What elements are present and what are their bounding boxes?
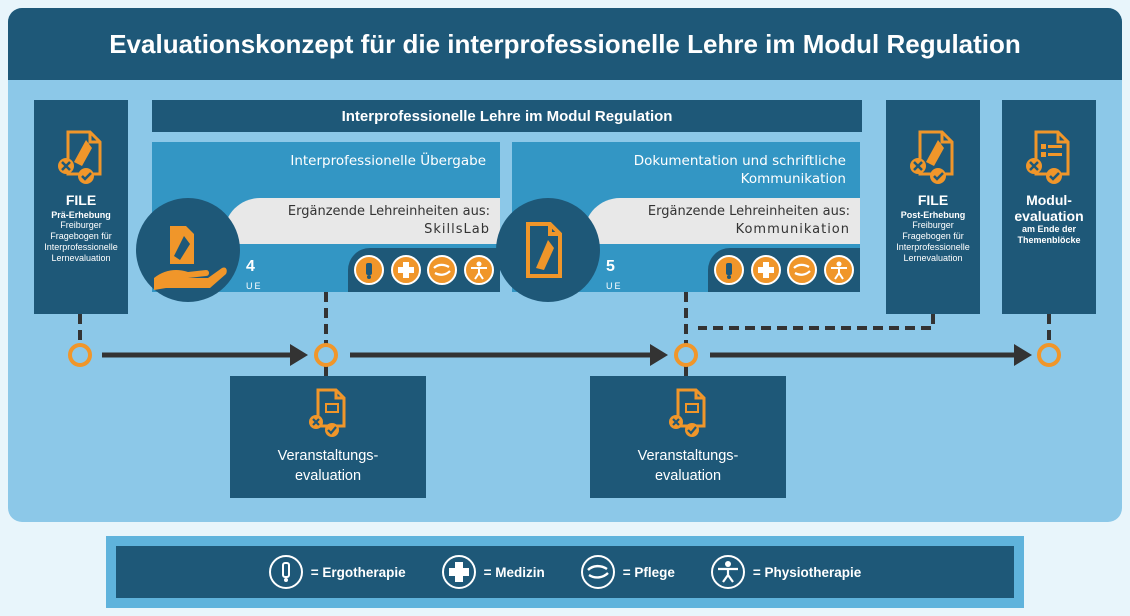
legend: = Ergotherapie = Medizin = Pflege = Phys…: [116, 546, 1014, 598]
supplementary-units: Ergänzende Lehreinheiten aus: Kommunikat…: [584, 198, 860, 244]
supp-label: Ergänzende Lehreinheiten aus:: [287, 204, 490, 219]
timeline-node: [68, 343, 92, 367]
legend-label: = Medizin: [483, 564, 545, 580]
ue-label: UE: [246, 281, 263, 291]
timeline-node: [1037, 343, 1061, 367]
supp-value: Kommunikation: [735, 222, 850, 237]
file-post-description: Freiburger Fragebogen für Interprofessio…: [896, 220, 970, 263]
module-eval-description: am Ende der Themenblöcke: [1017, 224, 1081, 245]
legend-item: = Pflege: [580, 555, 675, 589]
medizin-cross-icon: [390, 255, 421, 285]
physiotherapie-figure-icon: [463, 255, 494, 285]
ergotherapie-icon: [268, 555, 303, 589]
file-pre-description: Freiburger Fragebogen für Interprofessio…: [44, 220, 118, 263]
legend-item: = Physiotherapie: [710, 555, 862, 589]
module-card-dokumentation: Dokumentation und schriftliche Kommunika…: [496, 142, 860, 302]
file-post-title: FILE: [917, 192, 949, 208]
ue-number: 5: [606, 258, 615, 275]
ue-number: 4: [246, 258, 255, 275]
card-title: Interprofessionelle Übergabe: [290, 153, 486, 169]
pflege-hands-icon: [787, 255, 818, 285]
profession-icons: [708, 248, 860, 292]
module-header: Interprofessionelle Lehre im Modul Regul…: [152, 100, 862, 132]
evaluation-box: Veranstaltungs- evaluation: [590, 376, 786, 498]
file-post-box: FILE Post-Erhebung Freiburger Fragebogen…: [886, 100, 980, 314]
ue-count: 4 UE: [246, 258, 263, 294]
page-title: Evaluationskonzept für die interprofessi…: [8, 8, 1122, 80]
dashed-connector: [698, 314, 935, 330]
supplementary-units: Ergänzende Lehreinheiten aus: SkillsLab: [224, 198, 500, 244]
arrowhead: [290, 344, 308, 366]
ue-count: 5 UE: [606, 258, 623, 294]
module-card-uebergabe: Interprofessionelle Übergabe Ergänzende …: [136, 142, 500, 302]
legend-label: = Physiotherapie: [752, 564, 862, 580]
document-check-icon: [309, 388, 346, 437]
legend-label: = Pflege: [622, 564, 675, 580]
document-check-icon: [58, 130, 102, 184]
legend-label: = Ergotherapie: [310, 564, 406, 580]
checklist-icon: [1026, 130, 1070, 184]
legend-item: = Medizin: [441, 555, 545, 589]
document-check-icon: [669, 388, 706, 437]
medizin-cross-icon: [441, 555, 476, 589]
pflege-hands-icon: [427, 255, 458, 285]
file-post-subtitle: Post-Erhebung: [900, 210, 966, 220]
timeline-node: [674, 343, 698, 367]
evaluation-label: Veranstaltungs- evaluation: [637, 448, 739, 484]
file-pre-box: FILE Prä-Erhebung Freiburger Fragebogen …: [34, 100, 128, 314]
physiotherapie-figure-icon: [710, 555, 745, 589]
evaluation-label: Veranstaltungs- evaluation: [277, 448, 379, 484]
physiotherapie-figure-icon: [823, 255, 854, 285]
ue-label: UE: [606, 281, 623, 291]
ergotherapie-icon: [714, 255, 745, 285]
document-check-icon: [910, 130, 954, 184]
hand-document-icon: [154, 226, 227, 290]
legend-item: = Ergotherapie: [268, 555, 406, 589]
arrowhead: [650, 344, 668, 366]
module-eval-title: Modul- evaluation: [1014, 192, 1084, 224]
evaluation-box: Veranstaltungs- evaluation: [230, 376, 426, 498]
module-evaluation-box: Modul- evaluation am Ende der Themenblöc…: [1002, 100, 1096, 314]
card-icon-circle: [136, 198, 240, 302]
file-pre-subtitle: Prä-Erhebung: [51, 210, 111, 220]
ergotherapie-icon: [354, 255, 385, 285]
medizin-cross-icon: [750, 255, 781, 285]
profession-icons: [348, 248, 500, 292]
file-pre-title: FILE: [65, 192, 97, 208]
card-title: Dokumentation und schriftliche Kommunika…: [633, 153, 846, 187]
timeline-node: [314, 343, 338, 367]
supp-label: Ergänzende Lehreinheiten aus:: [647, 204, 850, 219]
arrowhead: [1014, 344, 1032, 366]
document-icon: [526, 222, 562, 278]
pflege-hands-icon: [580, 555, 615, 589]
supp-value: SkillsLab: [424, 222, 490, 237]
card-icon-circle: [496, 198, 600, 302]
